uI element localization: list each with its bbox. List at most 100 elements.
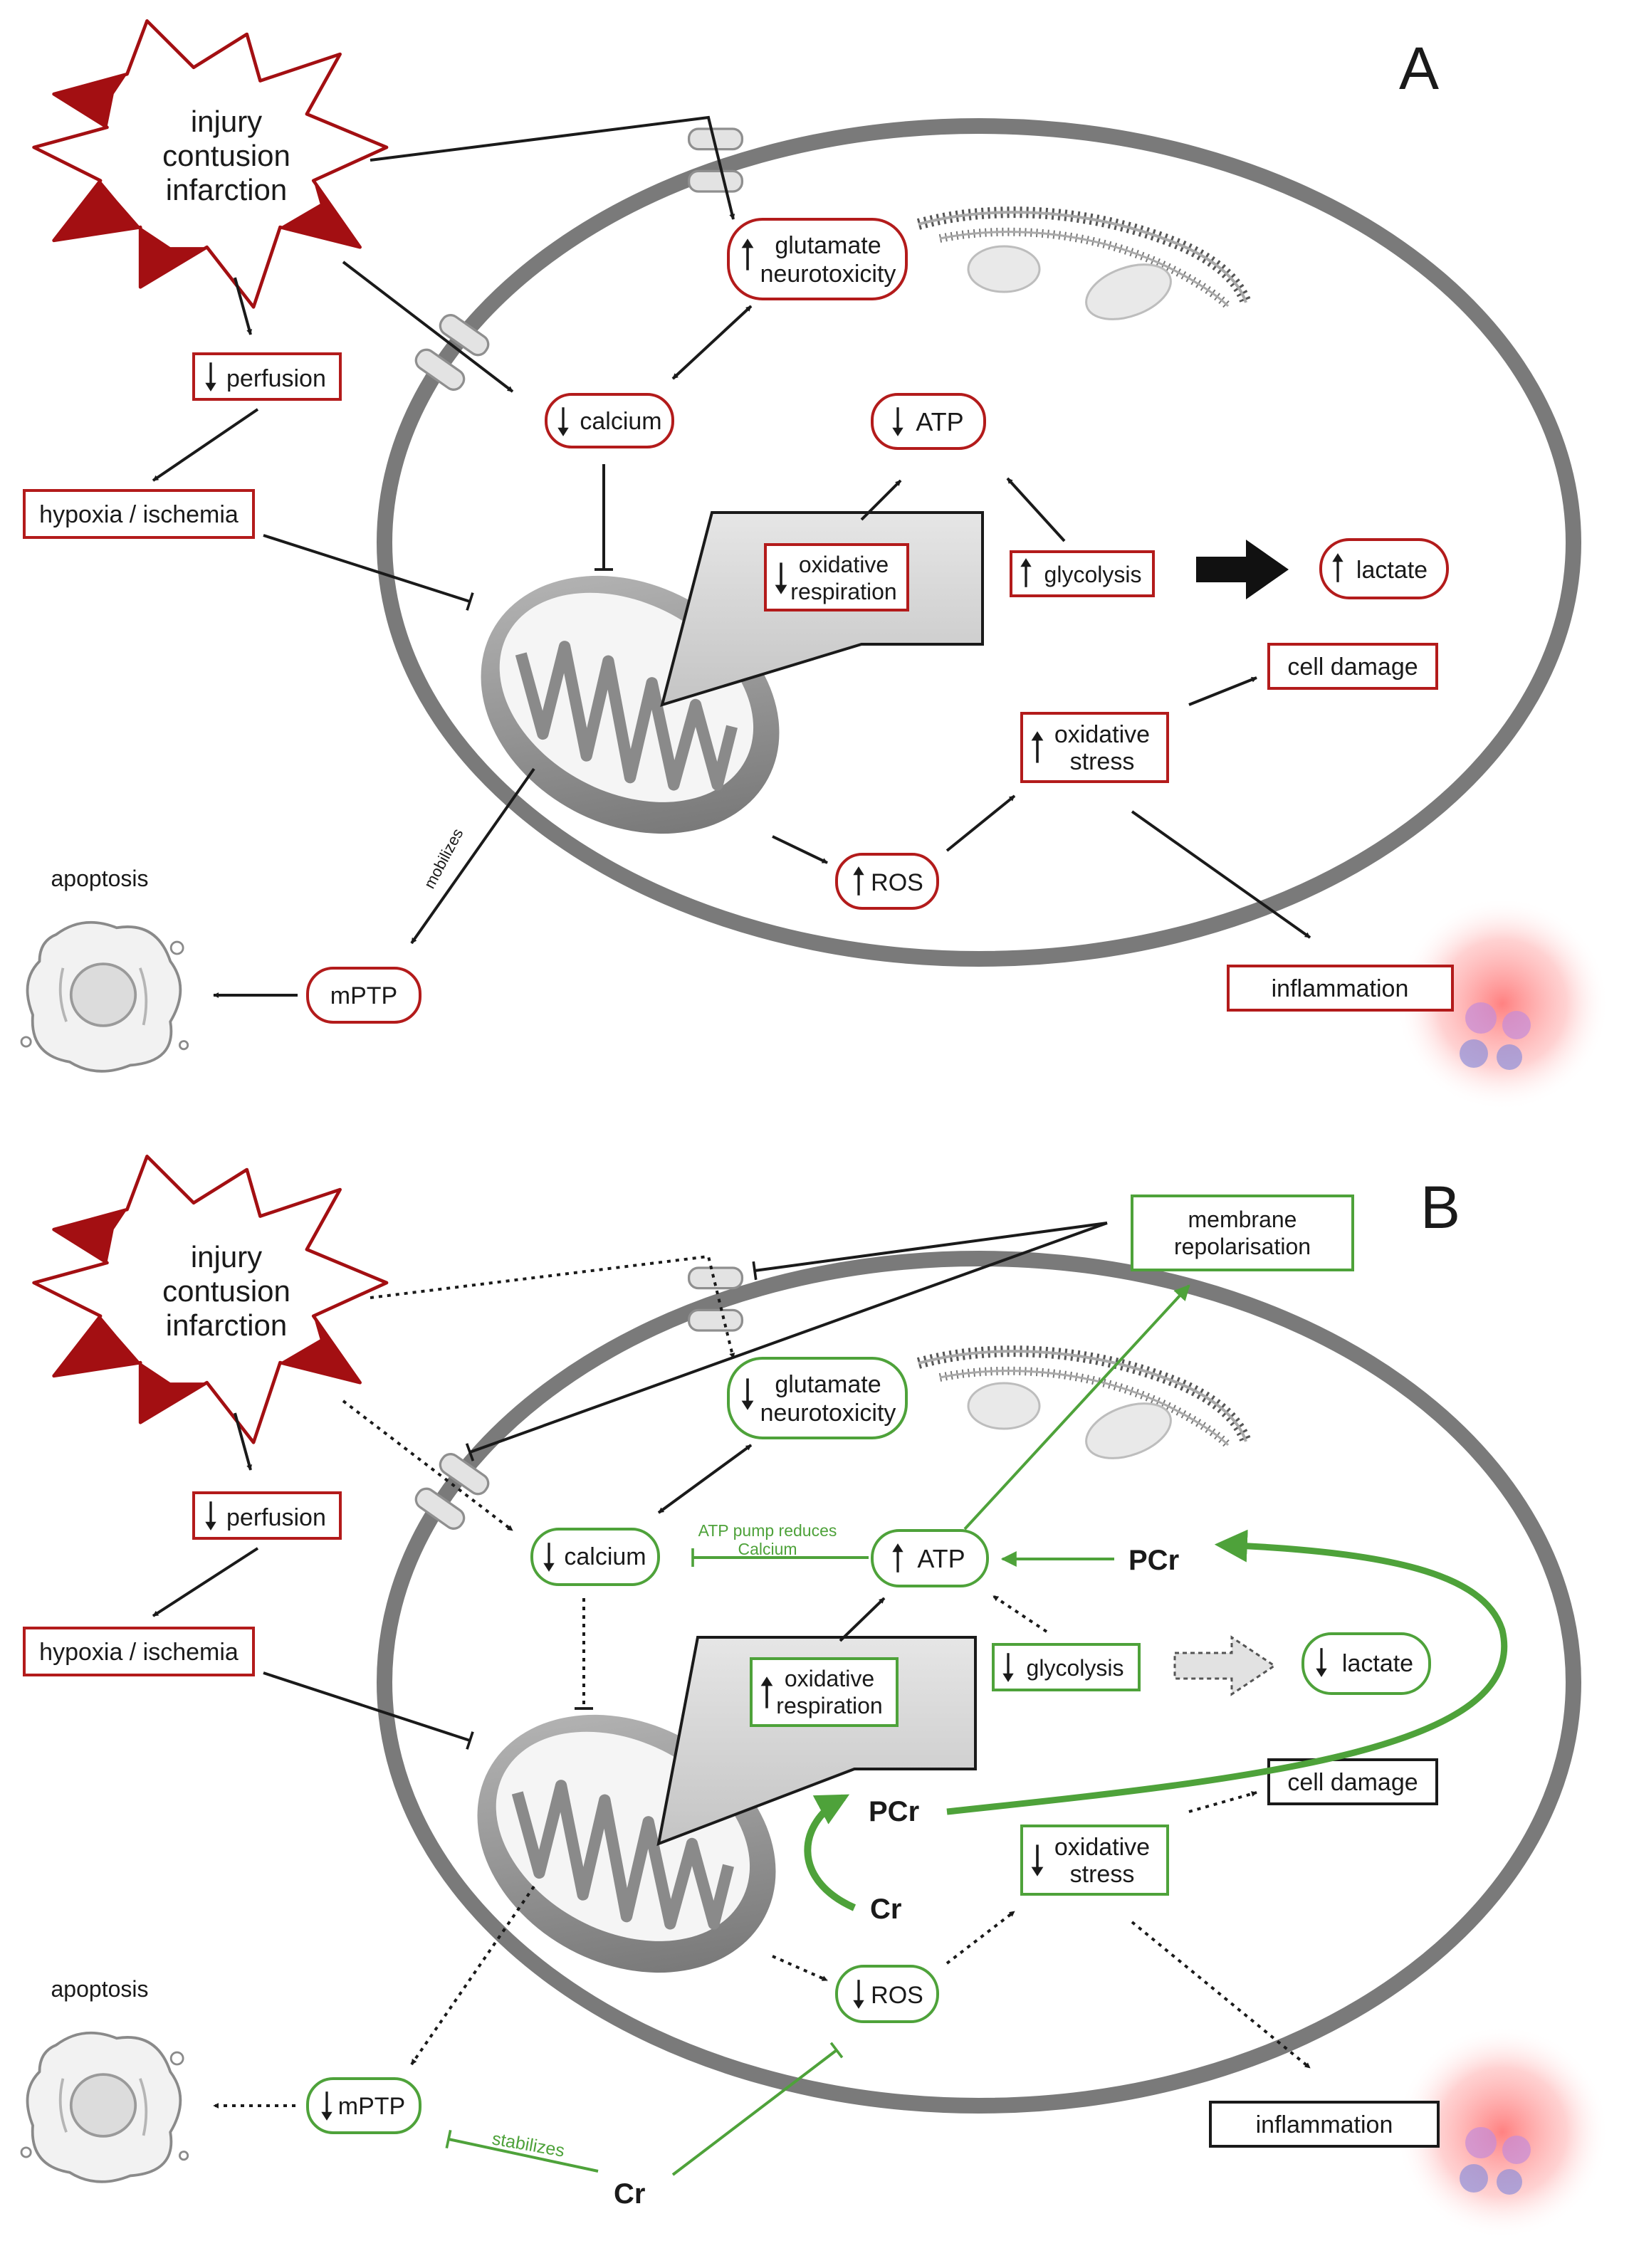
panel-b: B injury contusion infarction membrane r… [20,1156,1609,2239]
apoptotic-cell-a [20,920,189,1073]
inflammation-box-a [1227,965,1454,1012]
arrows-a [152,115,1311,998]
apoptotic-cell-b [20,2031,189,2183]
apoptosis-a-label: apoptosis [51,866,149,891]
calcium-b-label: calcium [564,1543,646,1570]
cell-membrane-b [377,1251,1581,2114]
glutamate-a-line2: neurotoxicity [760,261,896,288]
ros-box-a [835,853,939,910]
immune-cell-icon [1502,2136,1531,2164]
oxstress-box-a [1020,712,1169,783]
vesicle-a2 [1085,263,1172,320]
oxstress-a-line2: stress [1070,748,1135,775]
glutamate-box-a [727,218,908,300]
inflammation-a-label: inflammation [1272,975,1409,1002]
cell-membrane-a [377,118,1581,967]
ros-a-label: ROS [871,869,923,896]
atp-pump-note-line2: Calcium [738,1540,797,1558]
injury-b-line2: contusion [162,1274,290,1308]
inflammation-glow-a [1395,897,1609,1111]
oxresp-box-a [764,543,909,611]
atp-a-label: ATP [916,407,963,436]
hollow-arrow-b [1173,1635,1277,1696]
panel-b-letter: B [1420,1174,1460,1241]
immune-cell-icon [1502,1011,1531,1039]
oxresp-a-line2: respiration [790,579,896,604]
oxresp-b-line2: respiration [776,1693,882,1718]
inflammation-glow-b [1395,2025,1609,2239]
pcr-label: PCr [869,1796,919,1827]
glutamate-b-line2: neurotoxicity [760,1400,896,1427]
immune-cell-icon [1460,1039,1488,1068]
oxstress-b-line1: oxidative [1054,1834,1150,1861]
mobilizes-label: mobilizes [420,826,466,892]
calcium-box-a [545,393,674,448]
vesicle-b2 [1085,1402,1172,1459]
cell-damage-box-a [1267,643,1438,690]
atp-pump-note-line1: ATP pump reduces [698,1521,837,1540]
oxresp-b-line1: oxidative [785,1666,874,1691]
panel-a: A injury contusion infarction perfusion … [20,21,1609,1111]
cr-label: Cr [870,1894,901,1925]
perfusion-box-a [192,352,342,401]
lactate-a-label: lactate [1356,557,1428,584]
membrane-repol-line2: repolarisation [1174,1234,1311,1259]
hypoxia-a-label: hypoxia / ischemia [39,501,239,528]
calcium-box-b [530,1528,660,1586]
glycolysis-a-label: glycolysis [1044,562,1142,587]
membrane-repol-line1: membrane [1188,1207,1297,1232]
endoplasmic-reticulum-b [918,1351,1246,1445]
lactate-box-a [1319,538,1449,599]
immune-cell-icon [1460,2164,1488,2193]
immune-cell-icon [1465,1002,1497,1034]
cell-damage-b-label: cell damage [1287,1769,1418,1796]
inflammation-b-label: inflammation [1256,2111,1393,2138]
membrane-repol-box [1131,1195,1354,1271]
lactate-box-b [1301,1632,1431,1695]
lactate-b-label: lactate [1342,1650,1413,1677]
arrows-b-solid [152,1222,1108,1750]
perfusion-box-b [192,1491,342,1540]
immune-cell-icon [1465,2127,1497,2158]
immune-cell-icon [1497,1044,1522,1070]
ros-box-b [835,1965,939,2023]
vesicle-b1 [967,1382,1041,1430]
hypoxia-box-b [23,1627,255,1676]
injury-a-line1: injury [191,105,262,138]
atp-box-a [871,393,986,450]
oxstress-box-b [1020,1825,1169,1896]
immune-cell-icon [1497,2169,1522,2195]
hypoxia-box-a [23,489,255,539]
oxstress-a-line1: oxidative [1054,721,1150,748]
mptp-b-label: mPTP [338,2093,405,2120]
oxresp-box-b [750,1657,899,1727]
oxresp-a-line1: oxidative [799,552,889,577]
inflammation-box-b [1209,2101,1440,2148]
mptp-a-label: mPTP [330,982,397,1009]
perfusion-a-label: perfusion [226,365,326,392]
perfusion-b-label: perfusion [226,1504,326,1531]
injury-b-line1: injury [191,1240,262,1274]
calcium-a-label: calcium [580,408,661,435]
injury-a-line3: infarction [166,173,287,206]
panel-a-letter: A [1399,35,1439,102]
arrows-b-green [445,1284,1507,2176]
ros-b-label: ROS [871,1982,923,2009]
injury-a-line2: contusion [162,139,290,172]
glutamate-box-b [727,1357,908,1439]
hypoxia-b-label: hypoxia / ischemia [39,1639,239,1666]
arrows-b-dotted [213,1254,1311,2109]
glycolysis-box-b [992,1643,1141,1691]
atp-b-label: ATP [917,1544,965,1573]
pcr-right-label: PCr [1128,1545,1179,1576]
mptp-box-b [306,2077,421,2134]
atp-box-b [871,1529,989,1587]
glutamate-a-line1: glutamate [775,232,881,259]
glycolysis-box-a [1010,550,1155,597]
big-arrow-a [1196,540,1289,599]
glutamate-b-line1: glutamate [775,1371,881,1398]
cell-damage-a-label: cell damage [1287,653,1418,681]
endoplasmic-reticulum-a [918,212,1246,306]
